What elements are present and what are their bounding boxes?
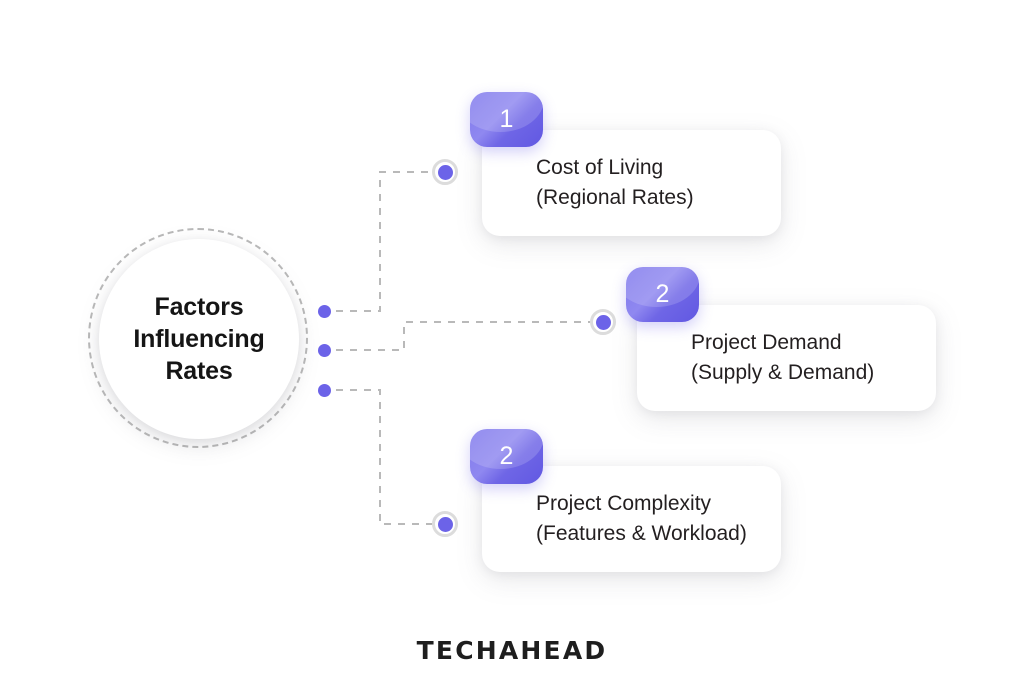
techahead-logo: TECHAHEAD: [416, 636, 608, 665]
factor-card-1[interactable]: Cost of Living (Regional Rates): [482, 130, 781, 236]
hub-dot-2: [318, 344, 331, 357]
factor-badge-1: 1: [470, 92, 543, 147]
endpoint-dot-3: [432, 511, 458, 537]
hub-dashed-ring: [88, 228, 308, 448]
endpoint-dot-1: [432, 159, 458, 185]
factor-card-2-text: Project Demand (Supply & Demand): [691, 331, 875, 384]
factor-card-3-text: Project Complexity (Features & Workload): [536, 492, 747, 545]
endpoint-dot-2: [590, 309, 616, 335]
hub-dot-3: [318, 384, 331, 397]
factor-badge-2: 2: [626, 267, 699, 322]
factor-card-2[interactable]: Project Demand (Supply & Demand): [637, 305, 936, 411]
hub-label: Factors Influencing Rates: [133, 293, 265, 385]
hub-dot-1: [318, 305, 331, 318]
factor-badge-3-number: 2: [499, 442, 514, 470]
factor-card-1-text: Cost of Living (Regional Rates): [536, 156, 694, 209]
factor-badge-3: 2: [470, 429, 543, 484]
factor-card-3[interactable]: Project Complexity (Features & Workload): [482, 466, 781, 572]
factor-badge-1-number: 1: [499, 105, 514, 133]
connector-path-3: [336, 389, 432, 525]
hub-circle: Factors Influencing Rates: [99, 239, 299, 439]
factor-badge-2-number: 2: [655, 280, 670, 308]
connector-path-1: [336, 171, 432, 312]
connector-path-2: [336, 321, 590, 351]
